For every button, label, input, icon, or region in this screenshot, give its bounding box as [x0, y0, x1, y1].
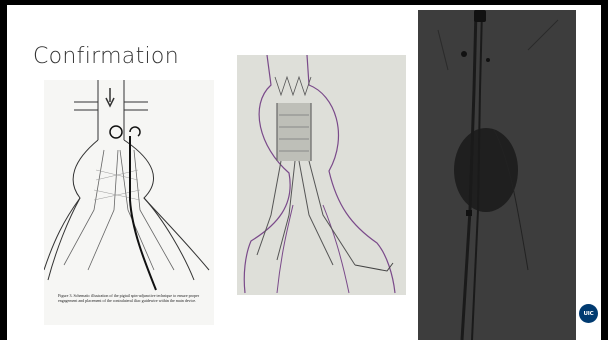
stent-model-drawing — [237, 55, 406, 295]
angiography-drawing — [418, 10, 576, 340]
schematic-drawing — [44, 80, 214, 325]
left-frame-bar — [0, 0, 7, 340]
figure-caption: Figure 3. Schematic illustration of the … — [58, 293, 210, 303]
right-frame-bar — [601, 0, 608, 340]
uic-logo: UIC — [579, 304, 598, 323]
top-frame-bar — [0, 0, 608, 5]
angiography-image — [418, 10, 576, 340]
slide-title: Confirmation — [33, 44, 179, 69]
stent-model-photo — [237, 55, 406, 295]
schematic-illustration: Figure 3. Schematic illustration of the … — [44, 80, 214, 325]
